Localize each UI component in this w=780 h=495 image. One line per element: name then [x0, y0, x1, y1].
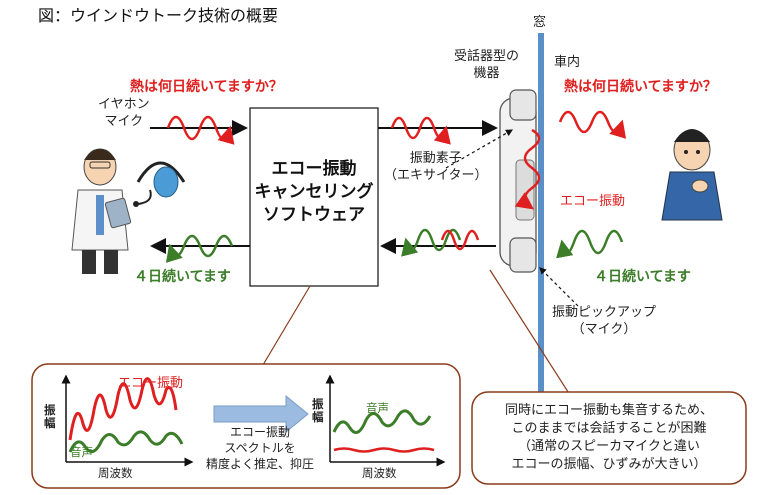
left-chart-echo-curve — [68, 377, 178, 441]
answer-left: ４日続いてます — [134, 269, 231, 285]
red-echo-wave-bottom — [440, 229, 480, 251]
right-chart-xlabel: 周波数 — [362, 466, 397, 480]
left-chart-ylabel: 振幅 — [44, 403, 56, 430]
processing-caption: エコー振動 スペクトルを 精度よく推定、抑圧 — [205, 425, 314, 471]
right-chart-voice-label: 音声 — [366, 401, 389, 415]
callout-pointer-software — [259, 285, 311, 371]
callout-pointer-device — [489, 269, 571, 396]
patient-illustration — [661, 129, 723, 221]
answer-right: ４日続いてます — [594, 269, 691, 285]
window-label: 窓 — [533, 15, 547, 30]
processing-arrow — [213, 394, 309, 434]
echo-vibration-wave — [514, 128, 541, 210]
earphone-mic-label: イヤホン マイク — [98, 97, 150, 129]
callout-text: 同時にエコー振動も集音するため、 このままでは会話することが困難 （通常のスピー… — [504, 403, 713, 472]
green-wave-left — [165, 234, 234, 263]
question-right: 熱は何日続いてますか？ — [564, 79, 717, 95]
handset-device-label: 受話器型の 機器 — [454, 49, 520, 81]
left-chart-voice-label: 音声 — [70, 445, 93, 459]
handset-device — [499, 89, 537, 273]
callout-box — [471, 391, 747, 485]
inset-box — [31, 363, 461, 489]
red-wave-right — [558, 110, 627, 139]
doctor-illustration — [71, 148, 132, 274]
left-chart-voice-curve — [68, 430, 184, 454]
pickup-pointer — [539, 267, 579, 307]
red-wave-middle — [390, 116, 451, 145]
window-pane — [538, 33, 544, 473]
pickup-mic-label: 振動ピックアップ （マイク） — [552, 305, 657, 337]
green-wave-right — [556, 229, 624, 259]
red-wave-left — [166, 115, 235, 145]
software-box-label: エコー振動 キャンセリング ソフトウェア — [254, 159, 374, 225]
right-chart-echo-curve — [333, 447, 435, 453]
question-left: 熱は何日続いてますか？ — [130, 79, 283, 95]
right-chart-voice-curve — [332, 409, 432, 434]
car-interior-label: 車内 — [554, 55, 581, 70]
exciter-label: 振動素子 （エキサイター） — [384, 151, 488, 183]
echo-vibration-label: エコー振動 — [560, 194, 626, 209]
right-chart-ylabel: 振幅 — [312, 397, 324, 424]
software-box — [249, 107, 379, 287]
figure-title: 図：ウインドウトーク技術の概要 — [38, 6, 279, 25]
left-chart-echo-label: エコー振動 — [118, 376, 184, 391]
headset-illustration — [133, 161, 186, 207]
exciter-pointer — [445, 129, 514, 169]
left-chart-xlabel: 周波数 — [98, 466, 133, 480]
